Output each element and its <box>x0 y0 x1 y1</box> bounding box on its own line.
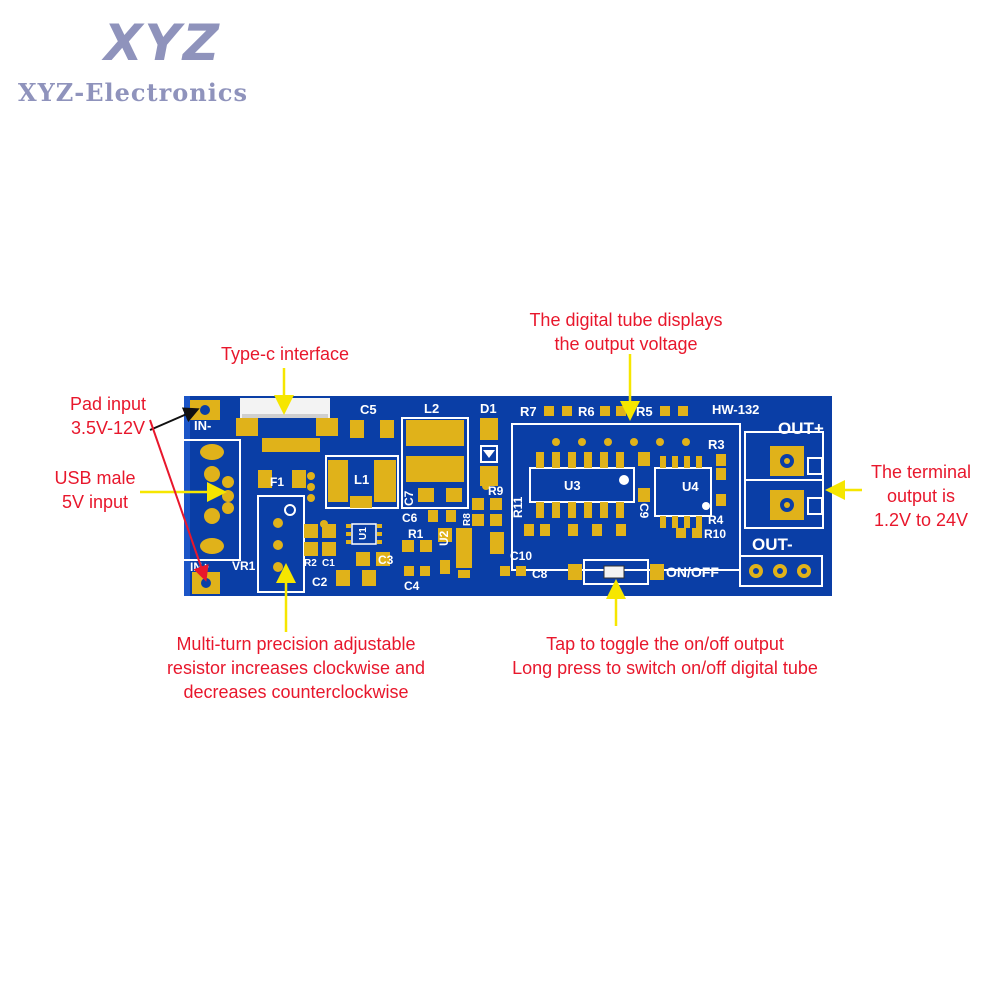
label-r3: R3 <box>708 437 725 452</box>
resistor-line1: Multi-turn precision adjustable <box>176 634 416 654</box>
l2-pad-bottom <box>406 456 464 482</box>
label-r10: R10 <box>704 527 726 541</box>
label-on-off: ON/OFF <box>666 564 719 580</box>
label-c10: C10 <box>510 549 532 563</box>
usb-input-voltage: 5V input <box>61 492 129 512</box>
label-c8: C8 <box>532 567 548 581</box>
label-l1: L1 <box>354 472 369 487</box>
label-u3: U3 <box>564 478 581 493</box>
pad-input-range: 3.5V-12V <box>70 418 146 438</box>
annotation-arrows <box>140 354 862 632</box>
label-r8: R8 <box>462 513 473 526</box>
resistor-note: Multi-turn precision adjustable resistor… <box>146 632 446 704</box>
label-c6: C6 <box>402 511 418 525</box>
label-c1: C1 <box>322 558 335 569</box>
label-u4: U4 <box>682 479 699 494</box>
logo-name: XYZ-Electronics <box>18 78 248 107</box>
label-r7: R7 <box>520 404 537 419</box>
type-c-pads <box>236 418 338 452</box>
l2-pad-top <box>406 420 464 446</box>
label-out-plus: OUT+ <box>778 419 824 438</box>
output-header-pins <box>749 564 811 578</box>
label-c3: C3 <box>378 553 394 567</box>
button-long-press-line: Long press to switch on/off digital tube <box>512 658 818 678</box>
terminal-output-line2: output is <box>886 486 956 506</box>
label-u2: U2 <box>437 530 451 546</box>
usb-input-note: USB male 5V input <box>40 466 150 514</box>
resistor-line3: decreases counterclockwise <box>183 682 409 702</box>
pad-input-line: Pad input <box>69 394 147 414</box>
display-pins <box>552 438 690 446</box>
logo-brand: XYZ <box>104 14 222 72</box>
label-c4: C4 <box>404 579 420 593</box>
label-model: HW-132 <box>712 402 759 417</box>
digital-tube-line1: The digital tube displays <box>529 310 723 330</box>
digital-tube-note: The digital tube displays the output vol… <box>496 308 756 356</box>
button-tap-line: Tap to toggle the on/off output <box>546 634 784 654</box>
label-r2: R2 <box>304 558 317 569</box>
board-left-edge <box>184 396 190 596</box>
c7-c6-r8-r9-pads <box>418 488 502 526</box>
label-c9: C9 <box>637 503 651 519</box>
label-u1: U1 <box>358 527 369 540</box>
brand-logo: XYZ XYZ-Electronics <box>18 14 298 107</box>
on-off-switch <box>603 565 625 579</box>
label-c7: C7 <box>402 490 416 506</box>
label-c2: C2 <box>312 575 328 589</box>
u1-chip <box>351 523 377 545</box>
label-f1: F1 <box>270 475 284 489</box>
label-r5: R5 <box>636 404 653 419</box>
label-c5: C5 <box>360 402 377 417</box>
u4-pins <box>660 456 702 528</box>
label-l2: L2 <box>424 401 439 416</box>
digital-tube-line2: the output voltage <box>554 334 698 354</box>
label-out-minus: OUT- <box>752 535 793 554</box>
label-d1: D1 <box>480 401 497 416</box>
label-r11: R11 <box>511 496 525 518</box>
label-vr1: VR1 <box>232 559 256 573</box>
pad-input-note: Pad input 3.5V-12V <box>50 392 166 440</box>
type-c-note: Type-c interface <box>220 344 350 364</box>
f1-vr1-pads <box>258 470 336 572</box>
terminal-output-line1: The terminal <box>870 462 972 482</box>
r1-c2-c3-c4-pads <box>336 540 432 586</box>
u3-pins <box>536 452 624 518</box>
label-r9: R9 <box>488 484 504 498</box>
l1-pads <box>328 460 396 508</box>
label-in-minus: IN- <box>194 418 211 433</box>
r3-r4-r10-r11-pads <box>524 454 726 538</box>
label-r6: R6 <box>578 404 595 419</box>
terminal-output-note: The terminal output is 1.2V to 24V <box>856 460 986 532</box>
label-r4: R4 <box>708 513 724 527</box>
terminal-output-range: 1.2V to 24V <box>873 510 969 530</box>
button-note: Tap to toggle the on/off output Long pre… <box>490 632 840 680</box>
usb-input-line: USB male <box>54 468 136 488</box>
label-r1: R1 <box>408 527 424 541</box>
r7-r6-r5-pads <box>544 406 688 416</box>
resistor-line2: resistor increases clockwise and <box>166 658 426 678</box>
